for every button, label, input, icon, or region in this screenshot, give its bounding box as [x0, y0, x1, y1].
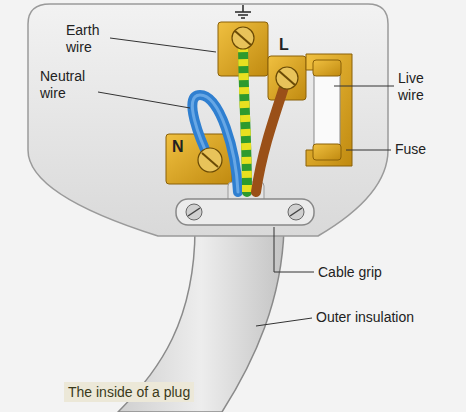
- neutral-wire: [192, 95, 238, 192]
- fuse: [313, 60, 341, 160]
- wire-label: Live wire: [398, 70, 442, 104]
- caption: The inside of a plug: [64, 382, 194, 402]
- fuse-holder: [306, 54, 352, 166]
- terminal-letter: N: [172, 138, 184, 155]
- wire-label: Neutral wire: [40, 68, 96, 102]
- plug-body: [28, 4, 388, 236]
- part-label: Cable grip: [318, 264, 382, 281]
- wire-label: Earth wire: [66, 22, 112, 56]
- live-wire: [256, 78, 287, 192]
- cable-grip: [176, 199, 314, 225]
- part-label: Fuse: [395, 141, 426, 158]
- earth-wire-stripes: [243, 38, 247, 192]
- earth-symbol: [235, 5, 251, 18]
- leader-lines: [98, 38, 394, 326]
- earth-wire: [243, 38, 247, 192]
- terminal-letter: L: [279, 36, 289, 53]
- terminal-screws: [198, 27, 298, 172]
- part-label: Outer insulation: [316, 309, 414, 326]
